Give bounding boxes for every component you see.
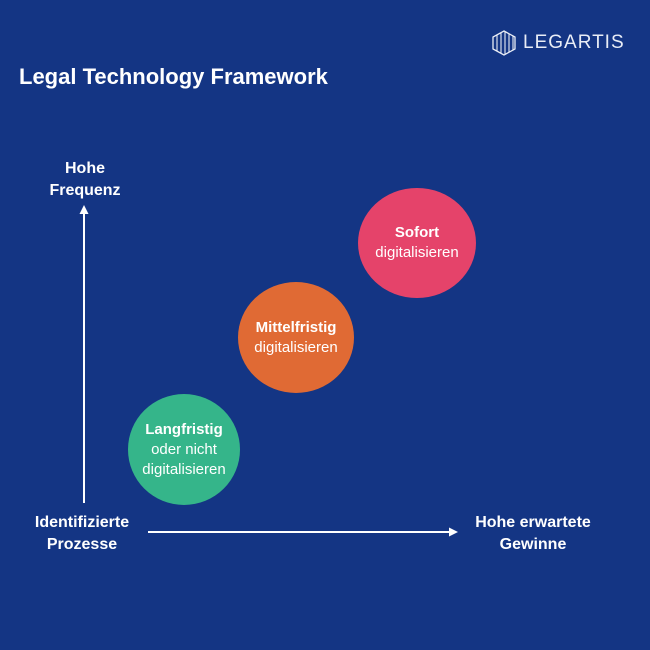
bubble-sofort: Sofort digitalisieren <box>358 188 476 298</box>
bubble-sofort-text: digitalisieren <box>375 244 459 261</box>
legartis-logo: LEGARTIS <box>491 30 625 56</box>
bubble-langfristig: Langfristig oder nicht digitalisieren <box>128 394 240 505</box>
origin-label-line-1: Identifizierte <box>34 514 130 531</box>
logo-text: LEGARTIS <box>523 32 625 53</box>
bubble-langfristig-title: Langfristig <box>145 420 223 438</box>
origin-label: Identifizierte Prozesse <box>18 512 146 556</box>
y-axis-label: Hohe Frequenz <box>25 158 145 202</box>
page-title: Legal Technology Framework <box>19 64 328 89</box>
bubble-mittelfristig: Mittelfristig digitalisieren <box>238 282 354 393</box>
y-axis-arrowhead <box>79 205 89 214</box>
bubble-sofort-title: Sofort <box>394 224 440 241</box>
y-axis-label-line-2: Frequenz <box>49 182 121 199</box>
logo-grid-icon <box>491 30 517 56</box>
y-axis-label-line-1: Hohe <box>65 160 105 177</box>
bubble-langfristig-text-2: digitalisieren <box>142 460 226 478</box>
origin-label-line-2: Prozesse <box>46 536 118 553</box>
bubble-langfristig-text-1: oder nicht <box>151 440 217 458</box>
x-axis-label-line-1: Hohe erwartete <box>475 514 591 531</box>
bubble-mittelfristig-text: digitalisieren <box>254 338 338 356</box>
x-axis-label: Hohe erwartete Gewinne <box>455 512 611 556</box>
x-axis-label-line-2: Gewinne <box>499 536 567 553</box>
x-axis-arrowhead <box>449 527 458 537</box>
bubble-mittelfristig-title: Mittelfristig <box>255 318 337 336</box>
